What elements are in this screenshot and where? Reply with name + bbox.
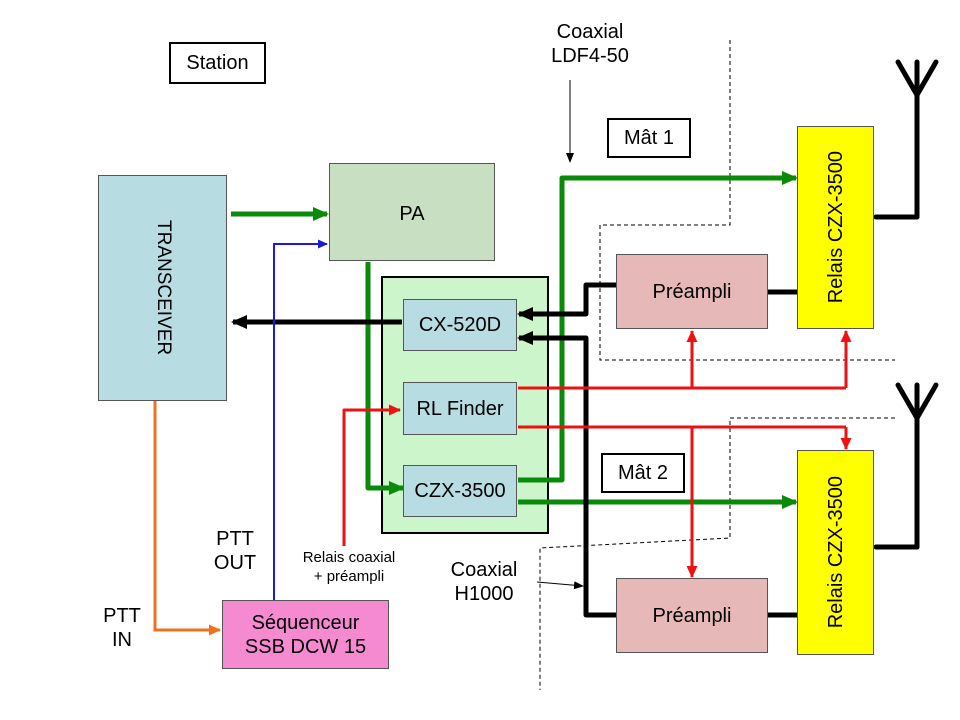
rx-preampli1-to-cx520d (517, 282, 616, 321)
transceiver-box: TRANSCEIVER (98, 175, 227, 401)
ctrl-sequenceur-to-rlfinder (342, 404, 401, 546)
preampli-2-box: Préampli (616, 578, 768, 653)
antenna-2 (873, 382, 939, 550)
relais-1-box: Relais CZX-3500 (797, 126, 874, 329)
mat2-label: Mât 2 (601, 453, 685, 493)
rf-pa-to-czx3500 (365, 262, 405, 495)
mat1-label: Mât 1 (607, 118, 691, 158)
relais-2-box: Relais CZX-3500 (797, 450, 874, 655)
rl-finder-box: RL Finder (403, 382, 517, 435)
ptt-out-label: PTT OUT (213, 528, 257, 574)
relais-coax-preampli-label: Relais coaxial + préampli (302, 549, 396, 585)
antenna-1 (873, 59, 939, 220)
coax-h1000-label: Coaxial H1000 (450, 559, 518, 605)
czx3500-box: CZX-3500 (403, 465, 517, 517)
rx-preampli2-to-cx520d (517, 331, 616, 618)
cx520d-box: CX-520D (403, 299, 517, 351)
pa-box: PA (329, 163, 495, 261)
mast1-outline (599, 40, 895, 361)
station-label: Station (169, 42, 266, 84)
rf-czx3500-to-relais1 (518, 171, 798, 483)
sequenceur-box: Séquenceur SSB DCW 15 (222, 600, 389, 669)
ptt-in-label: PTT IN (103, 605, 141, 651)
ptt-in-line (153, 398, 221, 636)
coax-ldf-label: Coaxial LDF4-50 (551, 21, 629, 67)
preampli-1-box: Préampli (616, 254, 768, 329)
coax-h1000-pointer (536, 581, 584, 590)
ptt-out-line (273, 239, 328, 600)
